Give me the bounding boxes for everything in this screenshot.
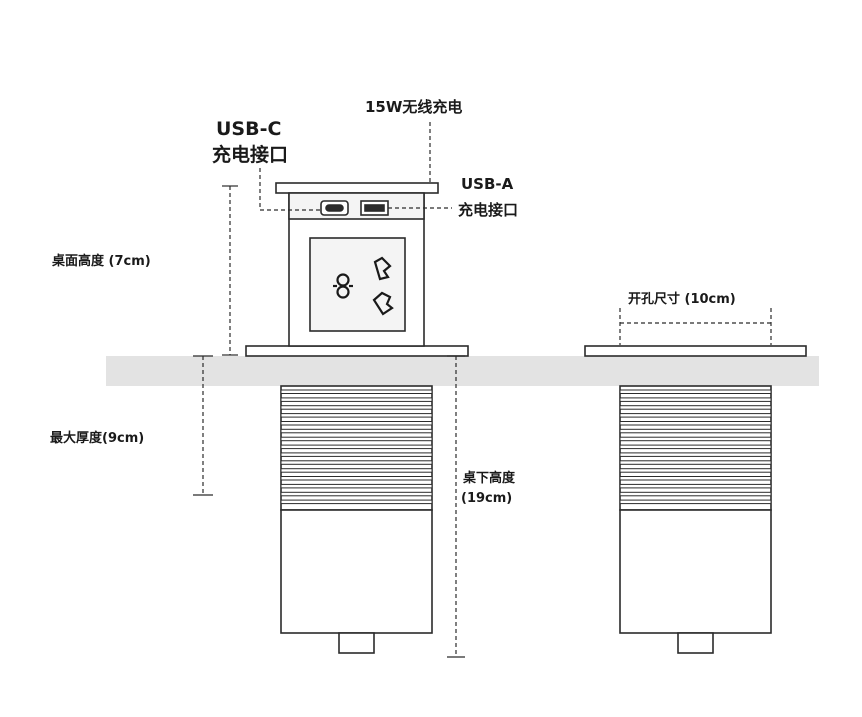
cooling-fin (619, 444, 772, 450)
label-usb-a-line1: USB-A (461, 175, 514, 193)
cooling-fin (619, 405, 772, 410)
cooling-fin (280, 476, 433, 481)
cooling-fin (280, 413, 433, 418)
cooling-fin (280, 397, 433, 402)
left-lower-box (280, 509, 433, 634)
cooling-fin (280, 421, 433, 426)
cooling-fin (619, 421, 772, 426)
label-desktop-height: 桌面高度 (7cm) (52, 253, 151, 269)
cooling-fin (280, 468, 433, 473)
dimension-lines (193, 122, 772, 658)
label-usb-a-line2: 充电接口 (458, 201, 518, 219)
cooling-fin (619, 436, 772, 442)
usb-a-port-inner (364, 204, 385, 212)
cooling-fin (619, 476, 772, 481)
left-cooling-fins (280, 389, 433, 505)
cooling-fin (280, 499, 433, 505)
left-flange (245, 345, 469, 357)
cooling-fin (619, 413, 772, 418)
label-under-height-line2: (19cm) (461, 491, 512, 506)
cooling-fin (280, 428, 433, 434)
desk-surface (106, 356, 819, 386)
cooling-fin (280, 483, 433, 489)
right-flange (584, 345, 807, 357)
socket-panel (309, 237, 406, 332)
cooling-fin (619, 499, 772, 505)
right-bottom-connector (677, 632, 714, 654)
cooling-fin (280, 452, 433, 457)
usb-c-leader (259, 168, 321, 211)
label-under-height-line1: 桌下高度 (463, 470, 516, 486)
cooling-fin (619, 452, 772, 457)
label-hole-size: 开孔尺寸 (10cm) (628, 291, 736, 307)
cooling-fin (280, 460, 433, 465)
wireless-charging-cap (275, 182, 439, 194)
label-usb-c-line2: 充电接口 (212, 143, 288, 166)
socket-outlet-icon (333, 256, 394, 316)
right-cooling-fins (619, 389, 772, 505)
left-bottom-connector (338, 632, 375, 654)
usb-port-strip (288, 192, 425, 220)
label-usb-c-line1: USB-C (216, 118, 281, 140)
cooling-fin (619, 460, 772, 465)
cooling-fin (280, 491, 433, 497)
cooling-fin (280, 389, 433, 394)
label-max-thickness: 最大厚度(9cm) (50, 430, 144, 446)
right-socket-unit (584, 345, 807, 654)
usb-c-port-inner (325, 204, 344, 212)
cooling-fin (619, 428, 772, 434)
right-lower-box (619, 509, 772, 634)
cooling-fin (619, 491, 772, 497)
cooling-fin (619, 397, 772, 402)
left-lower-housing (280, 385, 433, 654)
cooling-fin (619, 483, 772, 489)
cooling-fin (619, 389, 772, 394)
label-wireless: 15W无线充电 (365, 98, 462, 116)
cooling-fin (280, 436, 433, 442)
cooling-fin (280, 444, 433, 450)
cooling-fin (619, 468, 772, 473)
left-socket-unit (245, 182, 469, 357)
cooling-fin (280, 405, 433, 410)
